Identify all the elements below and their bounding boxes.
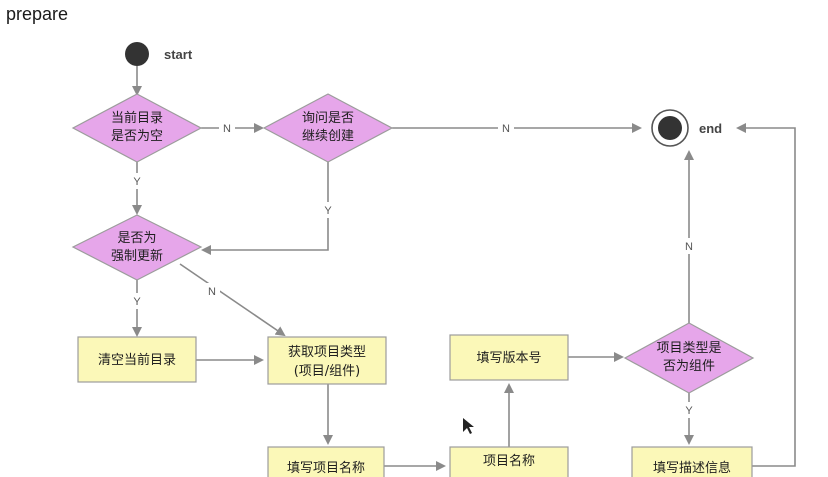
process-project-name: 填写项目名称 [267,446,385,477]
process-clear-dir: 清空当前目录 [77,336,197,383]
process-text: 填写项目名称 [287,460,365,476]
process-text: 清空当前目录 [98,352,176,368]
edge-d3-type [179,263,286,337]
edge-desc-end [736,123,796,467]
edge-d2-d3 [201,162,329,255]
page-title: prepare [6,4,69,24]
decision-text: 继续创建 [302,129,354,144]
decision-force-update: 是否为 强制更新 [71,214,203,281]
decision-text: 项目类型是 [656,341,721,356]
process-text: 填写版本号 [476,351,541,366]
edge-label-d4-end: N [685,241,693,253]
edge-label-d2-d3: Y [324,205,332,217]
decision-current-dir-empty: 当前目录 是否为空 [71,93,203,163]
process-description: 填写描述信息 [631,446,753,477]
process-text: 填写描述信息 [653,460,731,476]
process-text: 获取项目类型 [288,345,366,360]
process-get-type: 获取项目类型 (项目/组件) [267,336,387,385]
decision-text: 询问是否 [302,111,354,126]
end-label: end [699,121,722,136]
process-text: 项目名称 [483,453,535,469]
decision-text: 强制更新 [111,248,163,264]
decision-text: 是否为 [117,231,156,246]
edge-label-d2-end: N [502,123,510,135]
edge-label-d3-clear: Y [133,296,141,308]
edge-label-d1-d2: N [223,123,231,135]
edge-label-d4-desc: Y [685,405,693,417]
start-node: start [125,42,193,66]
end-node: end [651,109,722,147]
process-version: 填写版本号 [449,334,569,381]
process-text: (项目/组件) [294,364,361,379]
decision-text: 否为组件 [663,359,715,374]
edge-label-d1-d3: Y [133,176,141,188]
edge-label-d3-type: N [208,286,216,298]
decision-ask-continue: 询问是否 继续创建 [262,93,394,163]
decision-text: 当前目录 [111,110,163,126]
mouse-cursor-icon [463,418,474,434]
edge-labels: N N Y Y Y N N Y [129,120,697,418]
process-check-name: 项目名称 [449,446,569,477]
decision-text: 是否为空 [111,129,163,144]
start-label: start [164,47,193,62]
decision-is-component: 项目类型是 否为组件 [623,322,755,394]
